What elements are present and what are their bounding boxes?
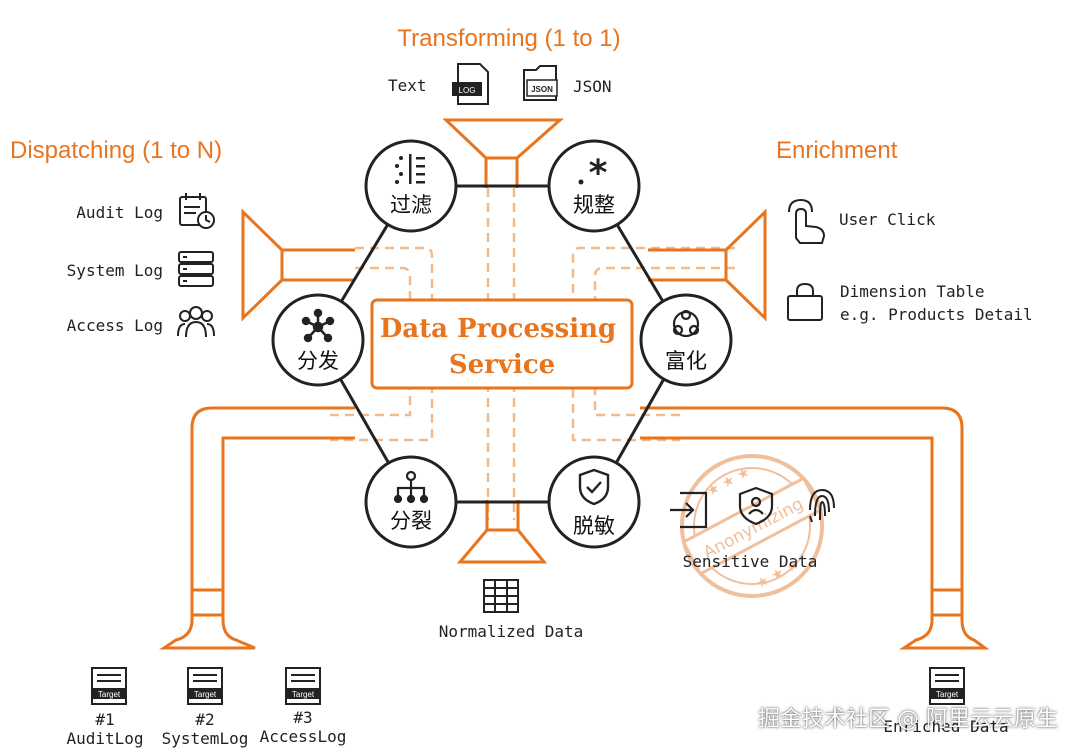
normalized-data-label: Normalized Data: [439, 622, 584, 641]
node-filter: 过滤: [364, 139, 458, 233]
enrich-dimension-line2: e.g. Products Detail: [840, 305, 1033, 324]
input-json-label: JSON: [573, 77, 612, 96]
source-system-log-label: System Log: [67, 261, 163, 280]
shield-check-icon: [578, 468, 610, 506]
log-file-icon: LOG: [452, 63, 489, 105]
click-hand-icon: [788, 198, 826, 244]
node-label-desensitize: 脱敏: [573, 514, 615, 538]
svg-text:*: *: [589, 153, 608, 194]
target-num-2: #2: [195, 710, 214, 729]
input-text-label: Text: [388, 76, 427, 95]
enrich-cycle-icon: [672, 309, 700, 338]
title-dispatching: Dispatching (1 to N): [10, 137, 222, 164]
login-arrow-icon: [670, 491, 708, 529]
node-label-enrich: 富化: [665, 349, 707, 373]
target-badge-1: Target: [98, 690, 121, 699]
users-icon: [177, 306, 215, 338]
target-name-3: AccessLog: [260, 727, 347, 746]
center-title-line1: Data Processing: [380, 314, 617, 344]
json-folder-icon: JSON: [523, 65, 558, 101]
title-transforming: Transforming (1 to 1): [397, 25, 620, 52]
center-service-box: Data Processing Service: [370, 298, 634, 390]
source-access-log-label: Access Log: [67, 316, 163, 335]
center-title-line2: Service: [449, 350, 555, 380]
calendar-clock-icon: [179, 193, 215, 229]
target-badge-2: Target: [194, 690, 217, 699]
pipes: [159, 118, 990, 650]
node-split: 分裂: [364, 455, 458, 549]
sensitive-data-label: Sensitive Data: [683, 552, 818, 571]
target-doc-enriched: Target: [929, 667, 965, 705]
shopping-bag-icon: [787, 282, 823, 321]
grid-table-icon: [483, 579, 519, 613]
node-label-dispatch: 分发: [297, 349, 339, 373]
dispatch-funnel: [241, 208, 284, 322]
title-enrichment: Enrichment: [776, 137, 898, 164]
normalized-funnel: [456, 528, 548, 564]
target-badge-3: Target: [292, 690, 315, 699]
node-normalize: * 规整: [547, 139, 641, 233]
log-badge: LOG: [459, 86, 476, 95]
source-audit-log-label: Audit Log: [76, 203, 163, 222]
fingerprint-icon: [809, 488, 835, 523]
target-badge-enriched: Target: [936, 690, 959, 699]
json-badge: JSON: [531, 85, 553, 94]
target-doc-2: Target: [187, 667, 223, 705]
split-tree-icon: [393, 470, 429, 504]
target-doc-1: Target: [91, 667, 127, 705]
target-name-2: SystemLog: [162, 729, 249, 748]
enrich-dimension-line1: Dimension Table: [840, 282, 985, 301]
watermark: 掘金技术社区 @ 阿里云云原生: [758, 707, 1058, 732]
target-num-1: #1: [95, 710, 114, 729]
enrich-funnel: [724, 208, 767, 322]
enrich-user-click-label: User Click: [839, 210, 936, 229]
node-dispatch: 分发: [271, 293, 365, 387]
target-doc-3: Target: [285, 667, 321, 705]
input-funnel: [442, 118, 564, 160]
server-icon: [178, 251, 214, 287]
node-label-filter: 过滤: [390, 193, 432, 217]
target-name-1: AuditLog: [66, 729, 143, 748]
enriched-data-label: Enriched Data: [883, 717, 1008, 736]
node-desensitize: 脱敏: [547, 455, 641, 549]
user-shield-icon: [738, 486, 774, 526]
hub-icon: [301, 308, 335, 343]
target-num-3: #3: [293, 708, 312, 727]
filter-icon: [395, 154, 425, 184]
node-label-split: 分裂: [390, 509, 432, 533]
regex-icon: *: [578, 153, 608, 194]
node-label-normalize: 规整: [573, 193, 615, 217]
node-enrich: 富化: [639, 293, 733, 387]
